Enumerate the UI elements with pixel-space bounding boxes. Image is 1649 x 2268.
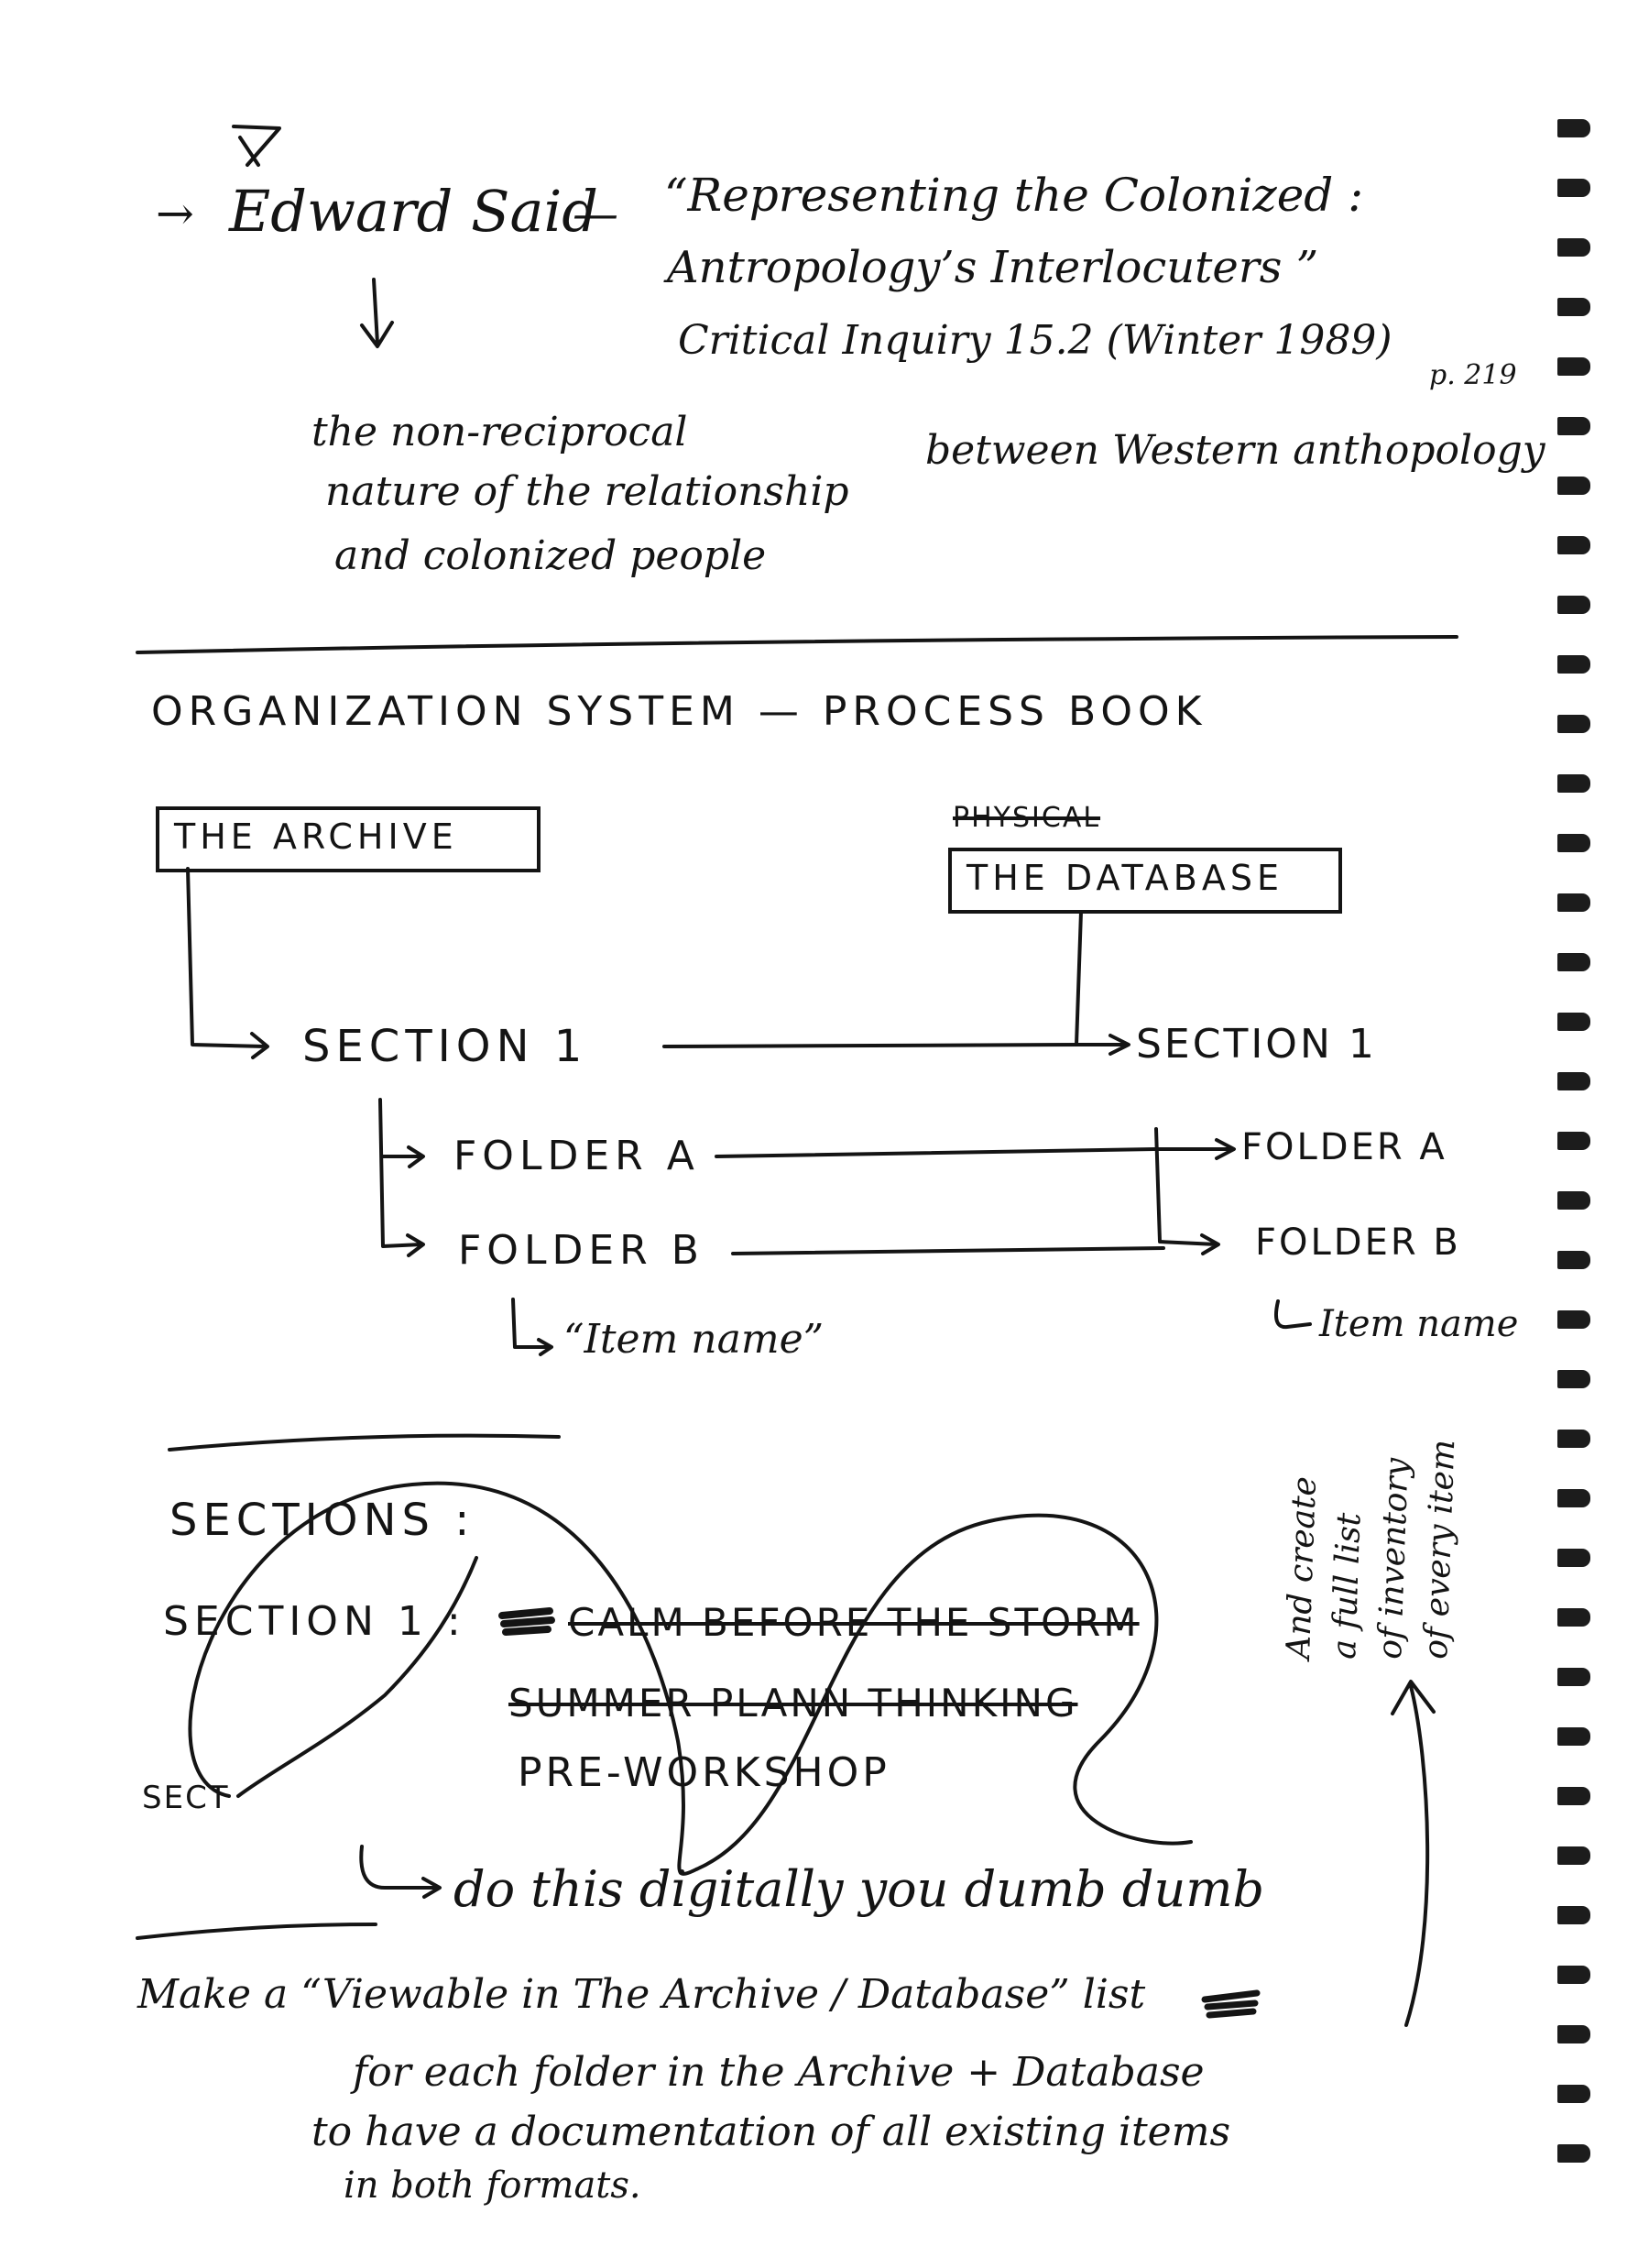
section1-label: SECTION 1 : xyxy=(163,1598,466,1645)
note-line1: the non-reciprocal xyxy=(311,409,688,455)
left-item-name: “Item name” xyxy=(563,1316,824,1363)
section-link-line xyxy=(662,1043,1083,1048)
citation-title-line1: “Representing the Colonized : xyxy=(664,169,1364,222)
down-arrow-icon xyxy=(360,278,394,348)
side-note-line1: And create xyxy=(1280,1475,1324,1660)
binding-ring xyxy=(1557,417,1590,435)
right-section-label: SECTION 1 xyxy=(1136,1021,1377,1068)
left-section-label: SECTION 1 xyxy=(302,1021,588,1072)
folder-b-link-line xyxy=(731,1246,1165,1255)
citation-title-line2: Antropology’s Interlocuters ” xyxy=(667,242,1319,293)
binding-ring xyxy=(1557,2085,1590,2103)
scribble-out-2 xyxy=(1201,1989,1261,2019)
folder-tree-right xyxy=(1154,1127,1220,1255)
binding-ring xyxy=(1557,596,1590,614)
digital-note-arrow xyxy=(359,1845,442,1899)
archive-connector xyxy=(186,867,269,1059)
database-connector xyxy=(1075,910,1130,1056)
final-note-line4: in both formats. xyxy=(344,2164,641,2207)
binding-ring xyxy=(1557,1549,1590,1567)
item-arrow-left xyxy=(511,1298,553,1356)
note-line2: nature of the relationship xyxy=(325,468,849,515)
binding-ring xyxy=(1557,536,1590,554)
struck-title-2: SUMMER PLANN THINKING xyxy=(508,1681,1078,1726)
divider-line xyxy=(136,635,1458,654)
spiral-binding xyxy=(1557,119,1612,2227)
binding-ring xyxy=(1557,1906,1590,1924)
binding-ring xyxy=(1557,1668,1590,1686)
binding-ring xyxy=(1557,2025,1590,2043)
item-arrow-right xyxy=(1274,1299,1312,1330)
binding-ring xyxy=(1557,893,1590,912)
folder-a-link-line xyxy=(715,1138,1236,1160)
database-box: THE DATABASE xyxy=(948,848,1342,914)
binding-ring xyxy=(1557,2144,1590,2163)
binding-ring xyxy=(1557,1608,1590,1627)
sect-fragment: SECT xyxy=(142,1780,230,1816)
binding-ring xyxy=(1557,1846,1590,1865)
right-folder-a: FOLDER A xyxy=(1241,1126,1447,1168)
binding-ring xyxy=(1557,1251,1590,1269)
struck-title-1: CALM BEFORE THE STORM xyxy=(568,1600,1140,1645)
binding-ring xyxy=(1557,477,1590,495)
binding-ring xyxy=(1557,1489,1590,1507)
citation-dash: — xyxy=(573,187,618,240)
binding-ring xyxy=(1557,238,1590,257)
right-folder-b: FOLDER B xyxy=(1255,1222,1461,1264)
citation-page: p. 219 xyxy=(1429,359,1517,391)
binding-ring xyxy=(1557,298,1590,316)
binding-ring xyxy=(1557,715,1590,733)
binding-ring xyxy=(1557,357,1590,376)
scribble-loop-2 xyxy=(236,1556,478,1798)
binding-ring xyxy=(1557,179,1590,197)
upward-arrow xyxy=(1391,1680,1436,2027)
divider-line-lower xyxy=(136,1923,377,1940)
side-note-line2: a full list xyxy=(1326,1512,1369,1660)
binding-ring xyxy=(1557,119,1590,137)
sections-heading: SECTIONS : xyxy=(169,1495,475,1546)
current-section-title: PRE-WORKSHOP xyxy=(518,1749,890,1796)
binding-ring xyxy=(1557,834,1590,852)
left-folder-b: FOLDER B xyxy=(458,1227,704,1274)
folder-tree-left xyxy=(378,1098,425,1257)
binding-ring xyxy=(1557,1191,1590,1210)
digital-note: do this digitally you dumb dumb xyxy=(453,1860,1265,1918)
right-item-name: Item name xyxy=(1319,1303,1519,1345)
final-note-line3: to have a documentation of all existing … xyxy=(311,2109,1231,2155)
binding-ring xyxy=(1557,1072,1590,1090)
archive-box: THE ARCHIVE xyxy=(156,806,541,872)
final-note-line2: for each folder in the Archive + Databas… xyxy=(353,2049,1205,2096)
binding-ring xyxy=(1557,774,1590,793)
binding-ring xyxy=(1557,1727,1590,1746)
side-note-line4: of every item xyxy=(1417,1439,1463,1660)
organization-heading: ORGANIZATION SYSTEM — PROCESS BOOK xyxy=(151,688,1207,735)
scribble-loop xyxy=(188,1481,1193,1876)
binding-ring xyxy=(1557,1310,1590,1329)
side-note-line3: of inventory xyxy=(1371,1457,1416,1660)
binding-ring xyxy=(1557,655,1590,674)
citation-arrow: → xyxy=(156,187,194,240)
final-note-line1: Make a “Viewable in The Archive / Databa… xyxy=(137,1971,1146,2018)
check-mark-icon xyxy=(232,125,281,167)
binding-ring xyxy=(1557,953,1590,971)
binding-ring xyxy=(1557,1430,1590,1448)
left-folder-a: FOLDER A xyxy=(453,1133,700,1179)
binding-ring xyxy=(1557,1370,1590,1388)
folder-a-branch-left xyxy=(381,1145,425,1168)
scribble-out xyxy=(498,1607,555,1636)
note-line3: and colonized people xyxy=(334,532,767,579)
binding-ring xyxy=(1557,1013,1590,1031)
citation-author: Edward Said xyxy=(229,178,598,245)
binding-ring xyxy=(1557,1132,1590,1150)
binding-ring xyxy=(1557,1966,1590,1984)
binding-ring xyxy=(1557,1787,1590,1805)
divider-line-short xyxy=(168,1433,561,1452)
citation-source: Critical Inquiry 15.2 (Winter 1989) xyxy=(678,317,1392,364)
database-struck-label: PHYSICAL xyxy=(953,802,1101,834)
note-insert: between Western anthopology xyxy=(925,427,1545,474)
